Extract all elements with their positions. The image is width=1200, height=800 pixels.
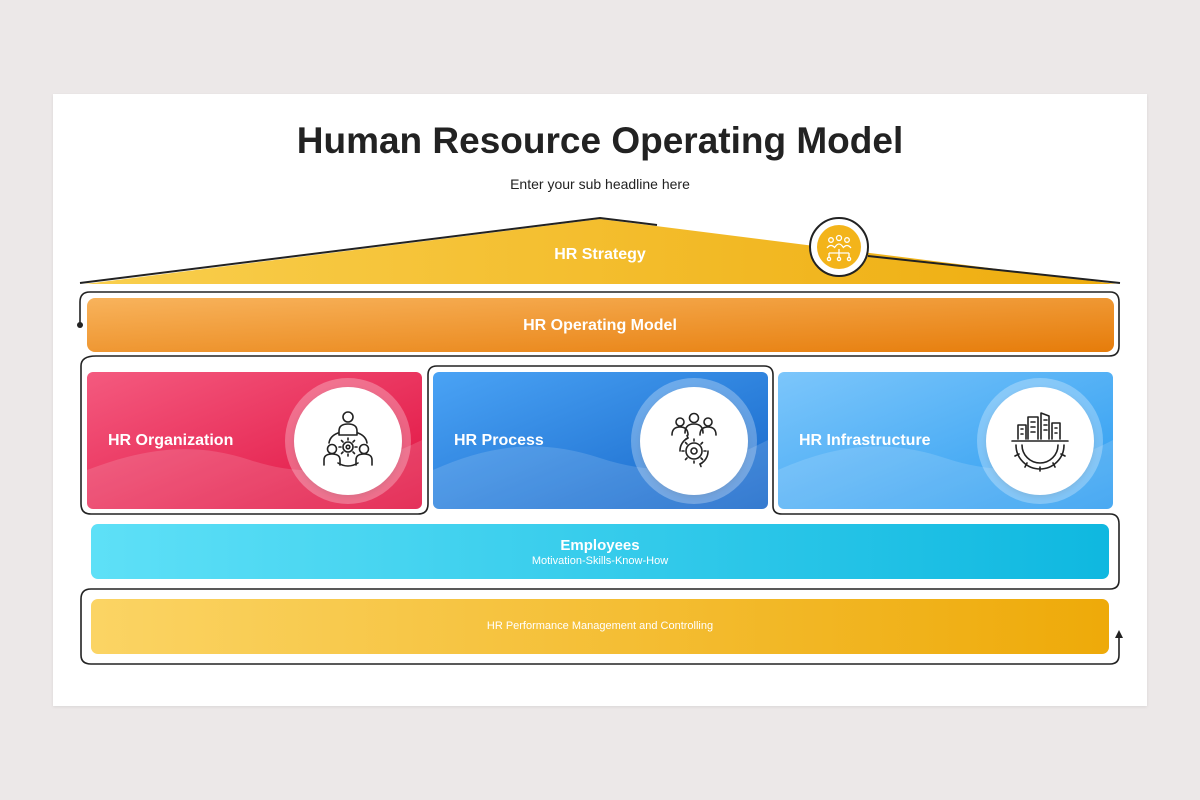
page-subtitle: Enter your sub headline here xyxy=(510,176,690,192)
connector-arrow-head xyxy=(1115,630,1123,638)
group-process-icon xyxy=(671,412,717,468)
employees-bar xyxy=(91,524,1109,579)
strategy-label: HR Strategy xyxy=(554,246,646,263)
team-network-icon xyxy=(826,234,852,262)
performance-bar xyxy=(91,599,1109,654)
performance-label: HR Performance Management and Controllin… xyxy=(486,620,714,632)
employees-sublabel: Motivation-Skills-Know-How xyxy=(531,555,669,567)
pillar-infrastructure-icon-badge xyxy=(986,387,1094,495)
pillar-process-label: HR Process xyxy=(454,432,544,449)
pillar-process-icon-badge xyxy=(640,387,748,495)
operating-model-label: HR Operating Model xyxy=(523,317,677,334)
building-gear-icon xyxy=(1011,412,1069,472)
pillar-organization-label: HR Organization xyxy=(108,432,234,449)
page-title: Human Resource Operating Model xyxy=(296,120,904,161)
team-gear-icon xyxy=(323,411,373,467)
employees-label: Employees xyxy=(560,537,640,554)
strategy-emblem xyxy=(809,217,869,277)
pillar-infrastructure-label: HR Infrastructure xyxy=(799,432,931,449)
roof-outline xyxy=(79,216,1121,284)
connector-start-dot xyxy=(77,322,83,328)
operating-model-bar xyxy=(87,298,1114,352)
connector-lines xyxy=(79,291,1120,665)
pillar-organization-icon-badge xyxy=(294,387,402,495)
